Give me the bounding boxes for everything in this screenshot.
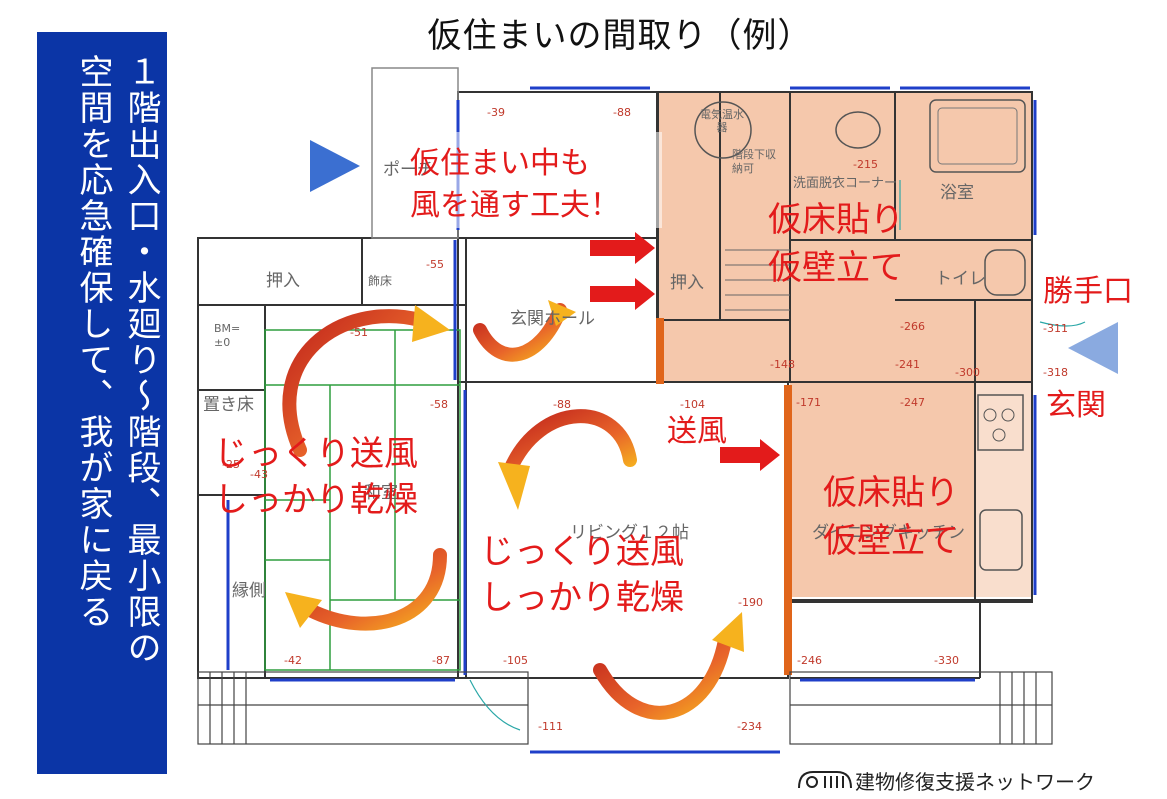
dim-marker: -148	[770, 358, 795, 371]
note-backdrop	[400, 132, 662, 228]
dim-marker: -55	[426, 258, 444, 271]
dim-marker: -58	[430, 398, 448, 411]
dim-marker: -311	[1043, 322, 1068, 335]
room-porch: ポーチ	[383, 160, 434, 180]
dim-marker: -39	[487, 106, 505, 119]
room-genkan-hall: 玄関ホール	[510, 309, 595, 329]
side-summary-line-1: １階出入口・水廻り～階段、最小限の	[121, 54, 161, 666]
footer-org-name: 建物修復支援ネットワーク	[855, 770, 1095, 794]
room-senmen: 洗面脱衣コーナー	[793, 176, 898, 191]
dim-marker: -88	[613, 106, 631, 119]
callout-entrance: 玄関	[1046, 388, 1106, 423]
room-engawa: 縁側	[232, 581, 266, 601]
room-dining: ダイニングキッチン	[812, 523, 965, 543]
wash-basin	[835, 111, 881, 149]
dim-marker: -241	[895, 358, 920, 371]
dim-marker: -247	[900, 396, 925, 409]
room-kaidan-shita: 階段下収納可	[732, 148, 776, 175]
back-entry-arrow-icon	[1068, 322, 1118, 374]
dim-marker: -104	[680, 398, 705, 411]
temp-partition-1	[656, 318, 664, 384]
room-toilet: トイレ	[935, 269, 986, 289]
kitchen-sink	[979, 509, 1023, 571]
dim-marker: -215	[853, 158, 878, 171]
room-yokushitsu: 浴室	[940, 183, 974, 203]
circulation-arrows	[282, 303, 732, 720]
callout-floor-wall-2-line1: 仮床貼り	[823, 473, 959, 513]
room-living: リビング１２帖	[570, 523, 689, 543]
side-summary-panel: １階出入口・水廻り～階段、最小限の 空間を応急確保して、我が家に戻る	[37, 32, 167, 774]
dim-marker: -105	[503, 654, 528, 667]
callout-floor-wall-1-line2: 仮壁立て	[768, 248, 904, 288]
dim-marker: -51	[350, 326, 368, 339]
dim-marker: -87	[432, 654, 450, 667]
dim-marker: -318	[1043, 366, 1068, 379]
stove	[977, 394, 1024, 451]
dim-marker: -300	[955, 366, 980, 379]
dim-marker: -234	[737, 720, 762, 733]
dim-marker: -171	[796, 396, 821, 409]
callout-back-door: 勝手口	[1043, 274, 1133, 309]
dim-marker: -266	[900, 320, 925, 333]
temp-partition-2	[784, 385, 792, 675]
dim-marker: -88	[553, 398, 571, 411]
room-oshiire-right: 押入	[670, 273, 704, 293]
dim-marker: -43	[250, 468, 268, 481]
room-oshiire-left: 押入	[266, 271, 300, 291]
dim-marker: -25	[222, 458, 240, 471]
page-title: 仮住まいの間取り（例）	[427, 16, 813, 56]
callout-dry-center-line2: しっかり乾燥	[480, 578, 684, 618]
dim-marker: -330	[934, 654, 959, 667]
toilet-fixture	[984, 249, 1026, 296]
highlight-kitchen-zone	[790, 382, 975, 597]
circulation-arrowheads	[285, 300, 744, 652]
callout-top-note-line2: 風を通す工夫！	[410, 188, 620, 223]
callout-dry-left-line1: じっくり送風	[214, 434, 418, 474]
dim-marker: -190	[738, 596, 763, 609]
bm-value: ±0	[214, 336, 231, 349]
callout-floor-wall-2-line2: 仮壁立て	[823, 521, 959, 561]
callout-floor-wall-1-line1: 仮床貼り	[768, 200, 904, 240]
water-heater	[694, 101, 752, 159]
bathtub	[929, 99, 1026, 173]
callout-dry-left-line2: しっかり乾燥	[214, 480, 418, 520]
porch-entry-arrow-icon	[310, 140, 360, 192]
bm-label: BM=	[214, 322, 241, 335]
room-kazaridoko: 飾床	[368, 274, 393, 288]
footer-org: 建物修復支援ネットワーク	[793, 766, 1095, 795]
airflow-arrows	[590, 232, 780, 471]
door-swings	[469, 180, 1086, 731]
dim-marker: -42	[284, 654, 302, 667]
callout-airflow: 送風	[667, 414, 727, 449]
stairs	[725, 249, 790, 311]
room-tokonoma: 置き床	[203, 395, 254, 415]
deck-boards	[197, 671, 1053, 745]
org-logo-icon	[798, 771, 852, 789]
callout-dry-center-line1: じっくり送風	[480, 532, 684, 572]
dim-marker: -111	[538, 720, 563, 733]
room-washitsu: 和室	[364, 483, 398, 503]
dim-marker: -246	[797, 654, 822, 667]
side-summary-line-2: 空間を応急確保して、我が家に戻る	[73, 54, 113, 630]
callout-top-note-line1: 仮住まい中も	[410, 146, 590, 181]
room-denki-onsuiki: 電気温水器	[700, 108, 744, 134]
